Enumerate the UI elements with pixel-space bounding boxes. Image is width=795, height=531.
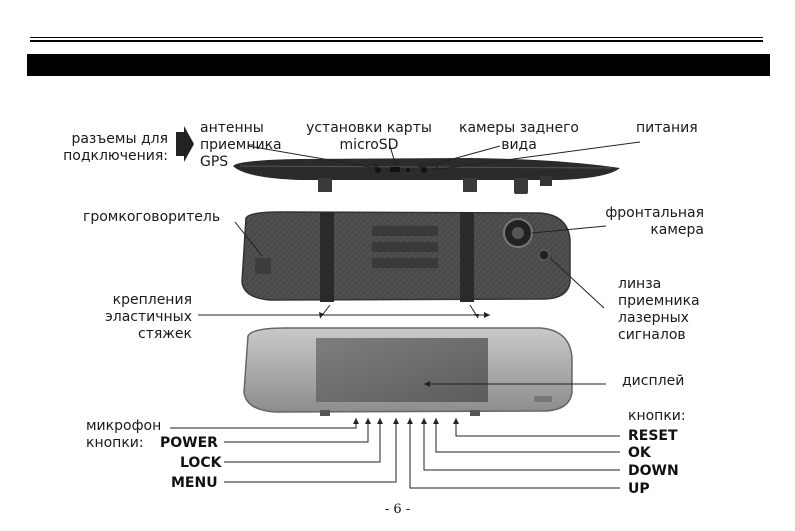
microsd-label: установки карты microSD <box>306 120 432 153</box>
ok-button-label: OK <box>628 445 651 461</box>
straps-label: крепления эластичных стяжек <box>105 292 192 342</box>
buttons-right-label: кнопки: <box>628 408 686 424</box>
power-button-label: POWER <box>160 435 218 451</box>
laser-lens-label: линза приемника лазерных сигналов <box>618 276 700 343</box>
mirror-front-view <box>243 327 573 416</box>
down-button-label: DOWN <box>628 463 679 479</box>
connectors-arrow-icon <box>176 126 194 162</box>
display-label: дисплей <box>622 373 685 389</box>
rear-camera-label: камеры заднего вида <box>459 120 579 153</box>
header-rule-thick <box>30 40 763 42</box>
antenna-label: антенны приемника GPS <box>200 120 282 170</box>
connectors-label: разъемы для подключения: <box>63 131 168 164</box>
menu-button-label: MENU <box>171 475 218 491</box>
power-label: питания <box>636 120 698 136</box>
section-header-bar <box>27 54 770 76</box>
speaker-label: громкоговоритель <box>83 209 221 225</box>
mirror-top-view <box>233 158 620 194</box>
microphone-label: микрофон <box>86 418 162 434</box>
mirror-back-view <box>241 211 571 302</box>
reset-button-label: RESET <box>628 428 678 444</box>
up-button-label: UP <box>628 481 650 497</box>
page-number: - 6 - <box>384 502 411 517</box>
buttons-left-label: кнопки: <box>86 435 144 451</box>
header-rule-thin <box>30 37 763 38</box>
lock-button-label: LOCK <box>180 455 222 471</box>
front-camera-label: фронтальная камера <box>605 205 704 238</box>
